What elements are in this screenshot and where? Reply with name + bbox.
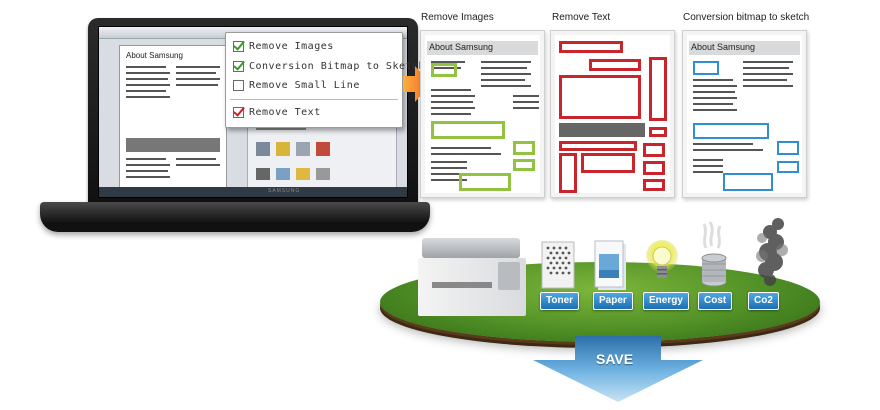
- sketch-highlight: [777, 161, 799, 173]
- document-preview: About Samsung: [119, 45, 227, 191]
- removed-text-highlight: [643, 179, 665, 191]
- badge-toner: Toner: [540, 292, 580, 310]
- laptop-brand: SAMSUNG: [268, 188, 301, 194]
- sketch-highlight: [693, 61, 719, 75]
- sketch-highlight: [777, 141, 799, 155]
- removed-image-highlight: [431, 121, 505, 139]
- example-title-remove-text: Remove Text: [552, 12, 611, 23]
- removed-text-highlight: [559, 141, 637, 151]
- toner-icon: [541, 241, 575, 289]
- printer-icon: [418, 238, 526, 316]
- document-page: [555, 35, 670, 193]
- checkbox-checked-icon[interactable]: [233, 106, 244, 118]
- removed-text-highlight: [643, 161, 665, 175]
- document-page: About Samsung: [425, 35, 540, 193]
- menu-item-remove-text[interactable]: Remove Text: [233, 105, 401, 119]
- removed-text-highlight: [559, 75, 641, 119]
- menu-item-label: Conversion Bitmap to Sketch: [249, 60, 426, 72]
- removed-image-highlight: [513, 141, 535, 155]
- document-page: About Samsung: [687, 35, 802, 193]
- example-title-remove-images: Remove Images: [421, 12, 494, 23]
- document-title: About Samsung: [429, 42, 494, 52]
- removed-image-highlight: [431, 63, 457, 77]
- example-title-conversion-bitmap: Conversion bitmap to sketch: [683, 12, 810, 23]
- menu-item-conversion-bitmap[interactable]: Conversion Bitmap to Sketch: [233, 59, 425, 73]
- checkbox-unchecked-icon[interactable]: [233, 79, 244, 91]
- smoke-icon: [756, 218, 788, 286]
- save-arrow-icon: [533, 336, 703, 402]
- badge-energy: Energy: [643, 292, 689, 310]
- removed-text-highlight: [559, 41, 623, 53]
- example-conversion-bitmap: About Samsung: [682, 30, 807, 198]
- badge-paper: Paper: [593, 292, 633, 310]
- menu-item-label: Remove Images: [249, 40, 334, 52]
- menu-item-remove-images[interactable]: Remove Images: [233, 39, 401, 53]
- app-statusbar: [99, 187, 407, 197]
- removed-image-highlight: [459, 173, 511, 191]
- document-title: About Samsung: [691, 42, 756, 52]
- badge-co2: Co2: [748, 292, 779, 310]
- checkbox-checked-icon[interactable]: [233, 60, 244, 72]
- removed-text-highlight: [581, 153, 635, 173]
- save-label: SAVE: [596, 351, 634, 367]
- removed-text-highlight: [649, 127, 667, 137]
- paper-icon: [594, 240, 626, 290]
- document-header: [689, 41, 800, 55]
- sketch-highlight: [693, 123, 769, 139]
- removed-text-highlight: [559, 153, 577, 193]
- removed-text-highlight: [589, 59, 641, 71]
- example-remove-text: [550, 30, 675, 198]
- menu-divider: [230, 99, 398, 100]
- removed-image-highlight: [513, 159, 535, 171]
- laptop-base: [40, 202, 430, 232]
- example-remove-images: About Samsung: [420, 30, 545, 198]
- menu-item-remove-small-line[interactable]: Remove Small Line: [233, 78, 401, 92]
- menu-item-label: Remove Text: [249, 106, 321, 118]
- checkbox-checked-icon[interactable]: [233, 40, 244, 52]
- document-title: About Samsung: [126, 51, 183, 60]
- lightbulb-icon: [646, 240, 678, 278]
- removed-text-highlight: [649, 57, 667, 121]
- badge-cost: Cost: [698, 292, 733, 310]
- orange-arrow-icon: [403, 66, 431, 102]
- coins-icon: [701, 222, 727, 287]
- menu-item-label: Remove Small Line: [249, 79, 360, 91]
- document-header: [427, 41, 538, 55]
- sketch-highlight: [723, 173, 773, 191]
- options-popup-menu: Remove Images Conversion Bitmap to Sketc…: [225, 32, 425, 128]
- removed-text-highlight: [643, 143, 665, 157]
